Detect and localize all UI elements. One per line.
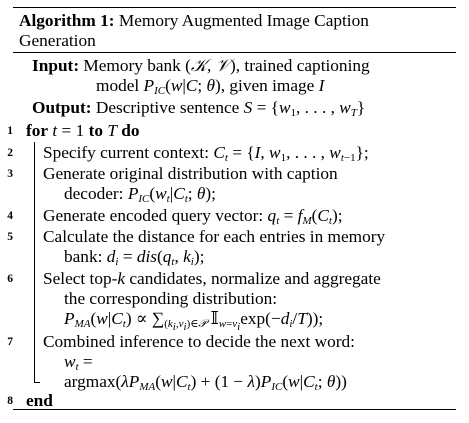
step-number-7: 7 <box>7 336 13 348</box>
step-2: Specify current context: Ct = {I, w1, . … <box>43 143 369 164</box>
input-line2: model PIC(w|C; θ), given image I <box>96 76 325 97</box>
step-number-2: 2 <box>7 147 13 159</box>
step-6-line1: Select top-k candidates, normalize and a… <box>43 269 381 288</box>
output-label: Output: <box>32 98 92 117</box>
step-7-line3: argmax(λPMA(w|Ct) + (1 − λ)PIC(w|Ct; θ)) <box>64 372 347 393</box>
step-6-line3: PMA(w|Ct) ∝ ∑(ki,vi)∈𝒫 𝕀w=viexp(−di/T)); <box>64 309 324 333</box>
step-6-line2: the corresponding distribution: <box>64 289 278 308</box>
algorithm-title-line2: Generation <box>19 31 96 50</box>
step-7-line2: wt = <box>64 352 93 373</box>
step-5-line2: bank: di = dis(qt, ki); <box>64 247 205 268</box>
step-number-6: 6 <box>7 273 13 285</box>
step-number-3: 3 <box>7 168 13 180</box>
step-3-line2: decoder: PIC(wt|Ct; θ); <box>64 184 216 205</box>
step-1: for t = 1 to T do <box>26 121 140 140</box>
title-rule <box>13 52 456 53</box>
step-number-1: 1 <box>7 125 13 137</box>
input-line1: Input: Memory bank (𝒦, 𝒱), trained capti… <box>32 56 370 75</box>
step-7-line1: Combined inference to decide the next wo… <box>43 332 355 351</box>
algorithm-box: Algorithm 1: Memory Augmented Image Capt… <box>7 7 456 410</box>
step-4: Generate encoded query vector: qt = fM(C… <box>43 206 343 227</box>
algorithm-label: Algorithm 1: <box>19 11 115 30</box>
step-number-8: 8 <box>7 395 13 407</box>
step-3-line1: Generate original distribution with capt… <box>43 164 338 183</box>
loop-bar-end <box>34 382 40 383</box>
output-line: Output: Descriptive sentence S = {w1, . … <box>32 98 366 119</box>
step-number-4: 4 <box>7 210 13 222</box>
step-5-line1: Calculate the distance for each entries … <box>43 227 386 246</box>
input-label: Input: <box>32 56 80 75</box>
step-number-5: 5 <box>7 231 13 243</box>
step-8: end <box>26 391 53 410</box>
algorithm-title-line1: Memory Augmented Image Caption <box>118 11 369 30</box>
loop-bar <box>34 142 35 382</box>
algorithm-title: Algorithm 1: Memory Augmented Image Capt… <box>19 11 369 31</box>
